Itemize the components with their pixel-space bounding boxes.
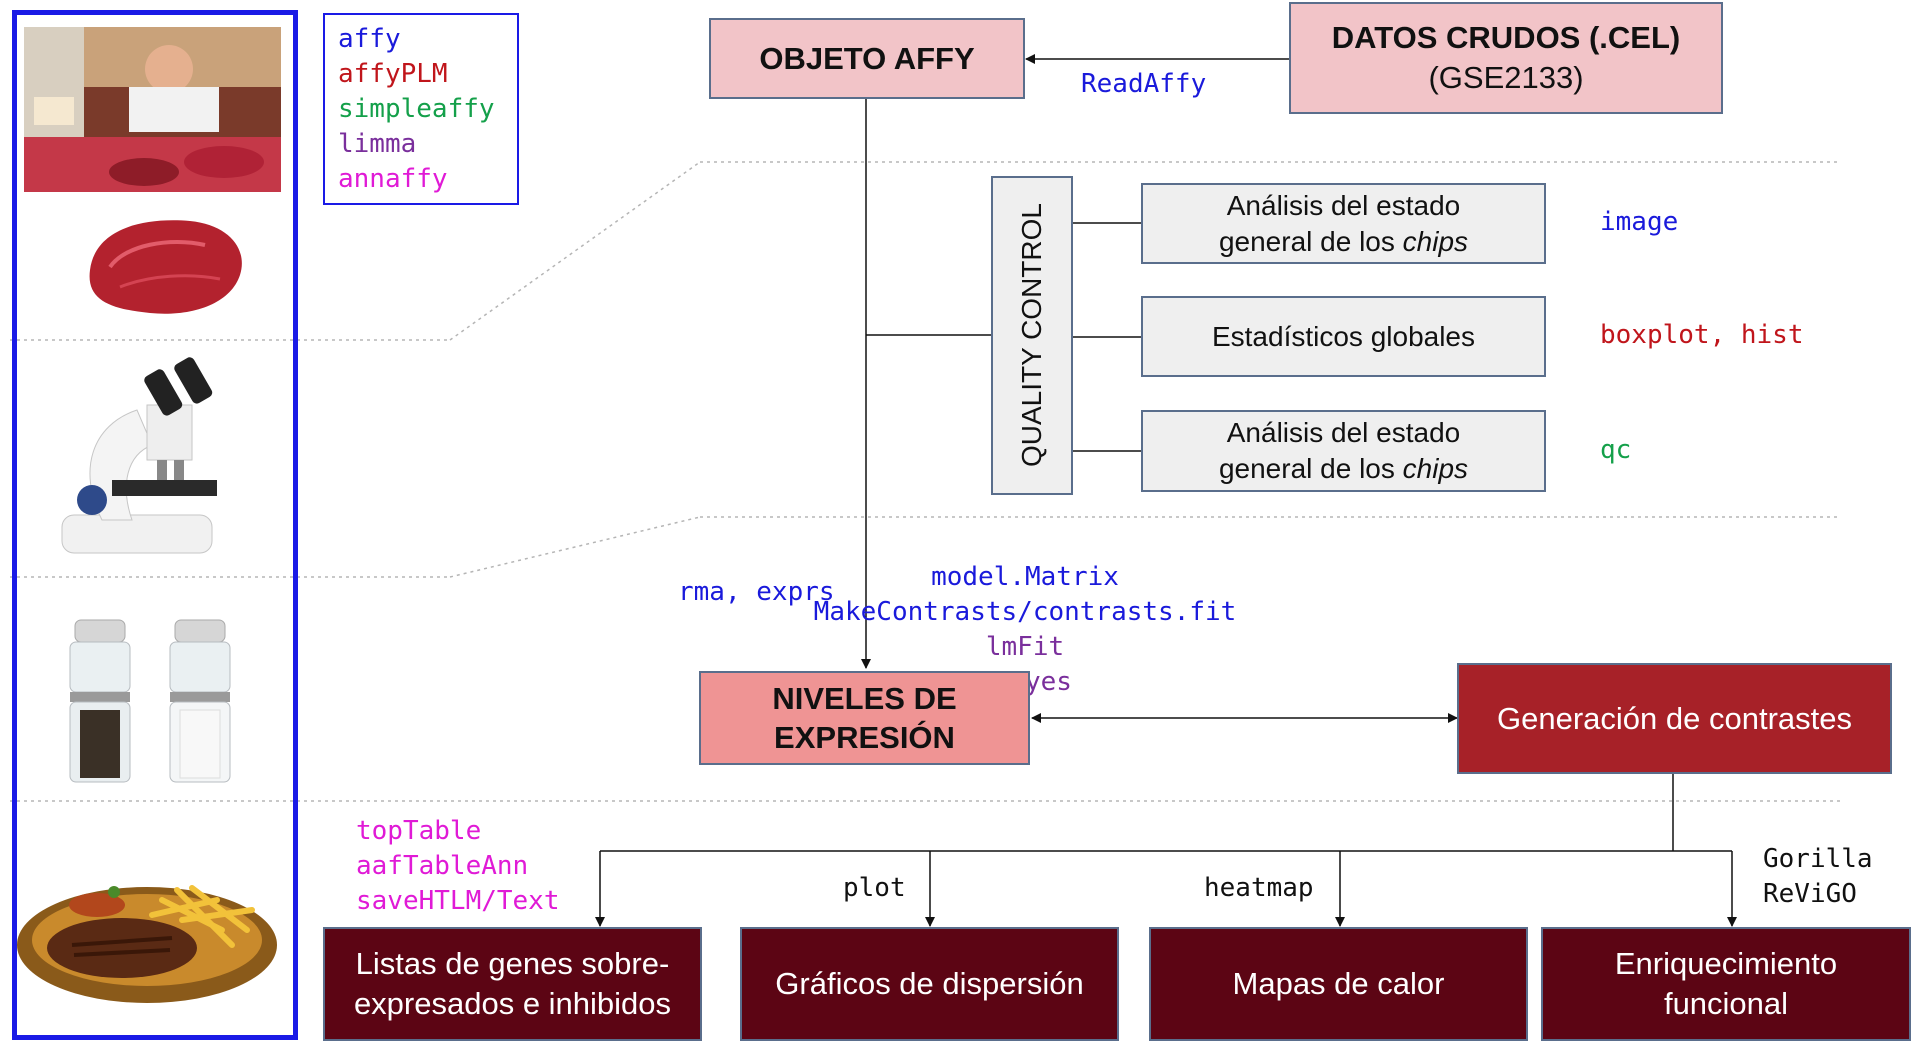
graficos-dispersion-label: Gráficos de dispersión <box>775 966 1084 1001</box>
datos-crudos-id: (GSE2133) <box>1428 60 1584 95</box>
qc-chip-state-line1: Análisis del estado <box>1226 189 1461 221</box>
qc-chip-state-2-line1: Análisis del estado <box>1226 417 1461 448</box>
cooked-steak-with-fries <box>17 885 277 1003</box>
lmfit-function: lmFit <box>985 632 1065 662</box>
datos-crudos-title: DATOS CRUDOS (.CEL) <box>1331 20 1681 55</box>
qc-chip-state-prefix: general de los <box>1218 225 1403 257</box>
graficos-dispersion-box: Gráficos de dispersión <box>740 927 1119 1041</box>
niveles-expresion-box: NIVELES DE EXPRESIÓN <box>699 671 1030 765</box>
mapas-calor-label: Mapas de calor <box>1232 966 1445 1001</box>
qc-chip-state-box-1: Análisis del estado general de los chips <box>1141 183 1546 264</box>
enriquecimiento-line1: Enriquecimiento <box>1614 946 1838 981</box>
package-legend <box>323 13 519 205</box>
objeto-affy-label: OBJETO AFFY <box>759 40 975 76</box>
readaffy-function: ReadAffy <box>1081 69 1207 99</box>
generacion-contrastes-box: Generación de contrastes <box>1457 663 1892 774</box>
qc-chip-state-2-line2: general de los chips <box>1219 451 1468 487</box>
qc-function: qc <box>1600 435 1632 465</box>
revigo-function: ReViGO <box>1763 879 1857 909</box>
datos-crudos-box: DATOS CRUDOS (.CEL) (GSE2133) <box>1289 2 1723 114</box>
stage-separators <box>10 161 1840 802</box>
gorilla-function: Gorilla <box>1763 844 1873 874</box>
model-matrix-function: model.Matrix <box>931 562 1119 592</box>
objeto-affy-box: OBJETO AFFY <box>709 18 1025 99</box>
qc-chip-state-line2: general de los chips <box>1219 224 1468 260</box>
package-affy: affy <box>338 24 401 54</box>
qc-global-stats-box: Estadísticos globales <box>1141 296 1546 377</box>
aaftableann-function: aafTableAnn <box>356 851 529 881</box>
package-limma: limma <box>338 129 417 159</box>
rma-exprs-function: rma, exprs <box>678 577 835 607</box>
package-simpleaffy: simpleaffy <box>338 94 495 124</box>
boxplot-hist-function: boxplot, hist <box>1600 320 1804 350</box>
plot-function: plot <box>843 873 906 903</box>
qc-chip-state-italic: chips <box>1402 225 1469 257</box>
niveles-line2: EXPRESIÓN <box>774 720 955 755</box>
quality-control-box <box>991 176 1073 495</box>
listas-genes-box: Listas de genes sobre- expresados e inhi… <box>323 927 702 1041</box>
raw-steak <box>89 220 242 314</box>
listas-genes-line2: expresados e inhibidos <box>353 986 672 1021</box>
toptable-function: topTable <box>356 816 482 846</box>
quality-control-label: QUALITY CONTROL <box>1016 203 1047 467</box>
listas-genes-line1: Listas de genes sobre- <box>355 946 670 981</box>
qc-chip-state-2-italic: chips <box>1402 453 1469 484</box>
butcher-photo <box>24 27 281 192</box>
package-affyplm: affyPLM <box>338 59 448 89</box>
image-function: image <box>1600 207 1679 237</box>
qc-chip-state-2-prefix: general de los <box>1218 453 1403 484</box>
qc-global-stats-label: Estadísticos globales <box>1211 320 1476 352</box>
enriquecimiento-line2: funcional <box>1663 986 1789 1021</box>
heatmap-function: heatmap <box>1204 873 1314 903</box>
package-annaffy: annaffy <box>338 164 448 194</box>
enriquecimiento-funcional-box: Enriquecimiento funcional <box>1541 927 1911 1041</box>
image-column-frame <box>12 10 298 1040</box>
make-contrasts-function: MakeContrasts/contrasts.fit <box>813 597 1237 627</box>
generacion-contrastes-label: Generación de contrastes <box>1497 700 1852 736</box>
qc-chip-state-box-2: Análisis del estado general de los chips <box>1141 410 1546 492</box>
salt-pepper-mills <box>69 619 231 783</box>
microscope <box>61 357 217 554</box>
savehtlm-function: saveHTLM/Text <box>356 886 560 916</box>
niveles-line1: NIVELES DE <box>772 681 957 716</box>
mapas-calor-box: Mapas de calor <box>1149 927 1528 1041</box>
